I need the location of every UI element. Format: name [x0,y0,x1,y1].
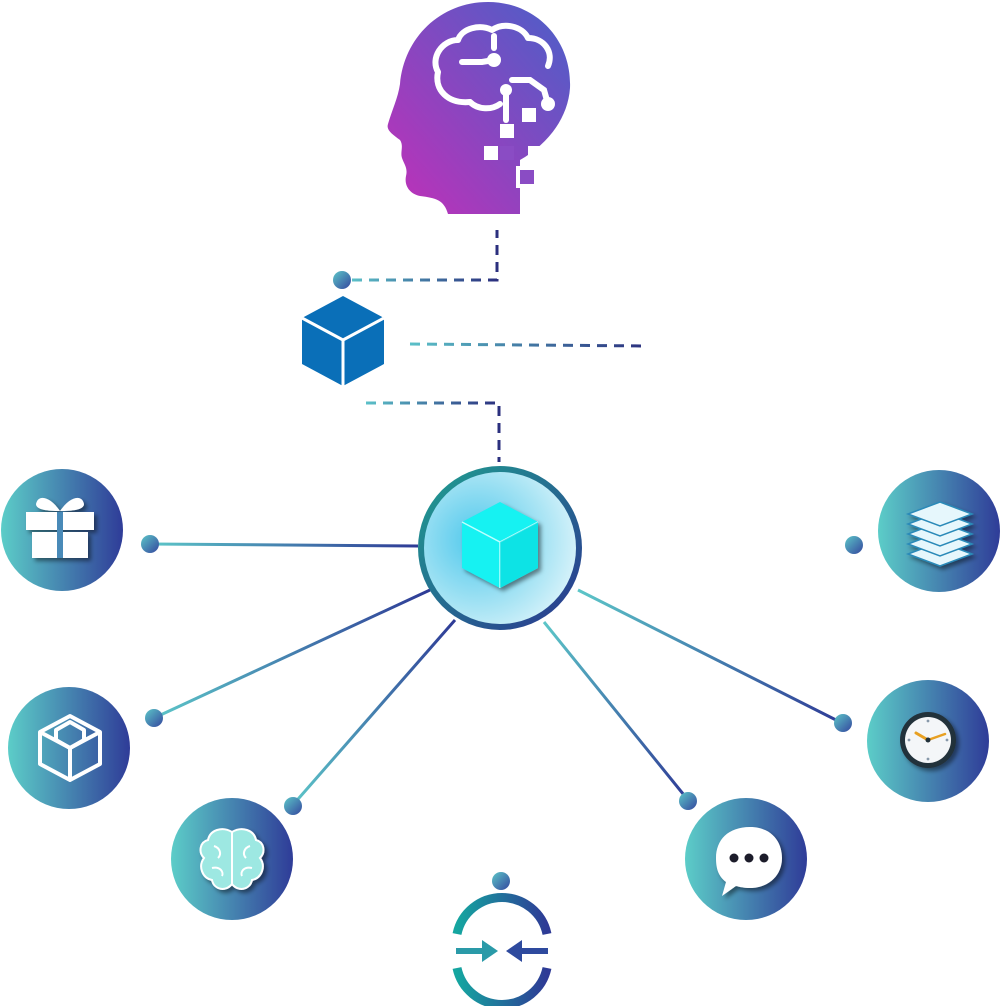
node-brain [171,798,293,920]
spoke-dot-chat [679,792,697,810]
spoke-dot-box [145,709,163,727]
node-layers [878,470,1000,592]
spoke-dot-brain [284,797,302,815]
node-box [8,687,130,809]
node-clock [867,680,989,802]
glowing-cube-icon [461,502,539,588]
brain-icon [199,828,265,890]
cube-icon [301,296,385,386]
spoke-brain [290,619,457,807]
spoke-dot-clock [834,714,852,732]
spoke-dot-layers [845,536,863,554]
dashed-connector-right [409,342,649,348]
spoke-lines [149,542,852,880]
spoke-clock [577,588,843,725]
chat-bubble-icon [716,827,782,896]
spoke-gift [149,542,419,548]
spoke-chat [542,621,690,801]
node-chat [685,798,807,920]
spoke-dot-gift [141,535,159,553]
hub-node [418,466,582,630]
dashed-connectors [352,230,649,462]
spoke-dots [141,535,863,890]
dashed-connector-hub [366,401,501,462]
node-exchange [452,893,552,1006]
exchange-arrows-icon [452,893,552,1006]
gift-icon [26,497,94,558]
ai-brain-head-icon [387,2,571,214]
clock-icon [900,712,956,768]
spoke-dot-exchange [492,872,510,890]
spoke-box [153,588,431,720]
dashed-connector-head [352,230,499,282]
package-icon [38,714,102,782]
layers-icon [905,501,975,567]
node-gift [1,469,123,591]
connector-dot-head [333,271,351,289]
